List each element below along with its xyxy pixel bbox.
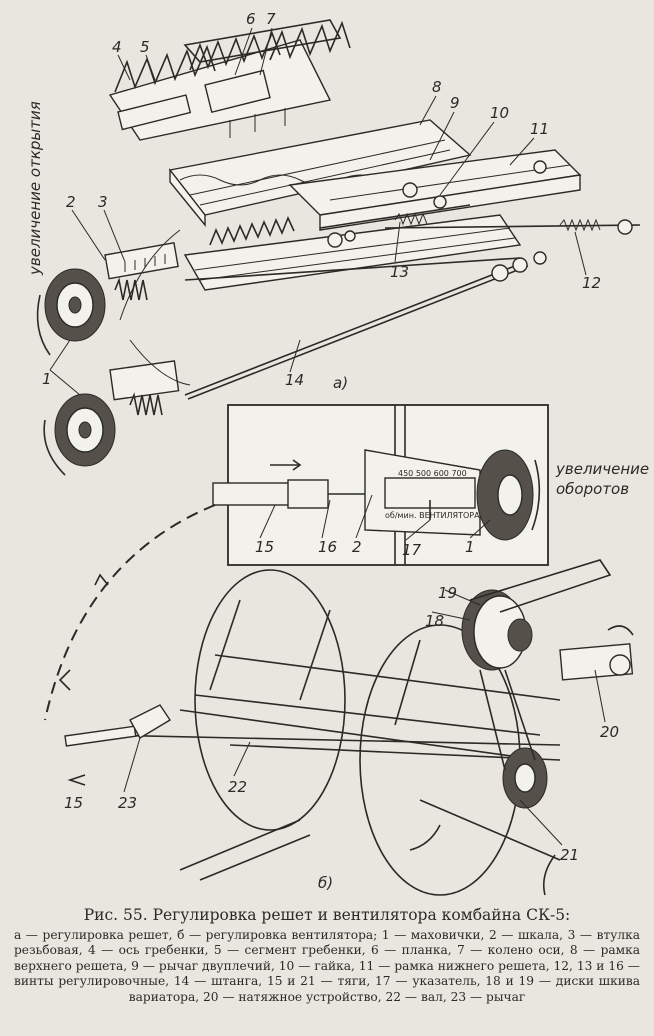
rod-21 (419, 799, 561, 861)
part-number: 18 (425, 612, 444, 630)
part-number: 8 (432, 78, 442, 96)
part-number: 1 (42, 370, 52, 388)
part-number: 23 (118, 794, 137, 812)
dial-scale: 450 500 600 700 (398, 469, 467, 478)
shaft-22 (99, 734, 561, 746)
caption-title: Рис. 55. Регулировка решет и вентилятора… (83, 906, 571, 924)
part-number: 4 (112, 38, 122, 56)
fan-adjustment-assembly: б) (64, 559, 634, 896)
part-number: 22 (228, 778, 247, 796)
part-number: 3 (98, 193, 108, 211)
annotation-speed-increase-1: увеличение (555, 460, 649, 478)
part-number: 17 (402, 541, 422, 559)
dial-unit: об/мин. ВЕНТИЛЯТОРА (385, 511, 480, 520)
part-number: 2 (352, 538, 362, 556)
handwheel-upper[interactable] (44, 268, 106, 342)
annotation-opening-increase: увеличение открытия (26, 101, 44, 276)
part-a-label: а) (333, 374, 348, 392)
rod-14 (184, 261, 526, 396)
part-number: 9 (450, 94, 460, 112)
part-b-label: б) (318, 874, 333, 892)
part-number: 1 (465, 538, 475, 556)
caption-body: а — регулировка решет, б — регулировка в… (14, 927, 640, 1004)
sieve-adjustment-assembly: увеличение открытия а) (26, 19, 641, 476)
part-number: 20 (600, 723, 619, 741)
fan-rotor-left (194, 569, 346, 831)
figure-caption: Рис. 55. Регулировка решет и вентилятора… (14, 906, 640, 1005)
lower-sieve-frame (288, 149, 582, 231)
dashed-connection (44, 504, 216, 721)
part-number: 14 (285, 371, 304, 389)
rotation-arrow-icon (36, 294, 51, 356)
leader-lines (49, 27, 606, 846)
part-number: 12 (582, 274, 601, 292)
part-number: 19 (438, 584, 457, 602)
comb-assembly (108, 19, 351, 141)
fan-speed-inset: 450 500 600 700 об/мин. ВЕНТИЛЯТОРА увел… (212, 404, 649, 566)
figure-55-diagram: увеличение открытия а) 450 500 600 700 о… (26, 10, 649, 896)
scale-and-sleeve (104, 229, 191, 416)
part-number: 6 (246, 10, 256, 28)
part-number: 2 (66, 193, 76, 211)
part-number: 13 (390, 263, 409, 281)
tensioner-20 (559, 643, 634, 681)
adjusting-screw-13 (319, 204, 471, 229)
part-number: 16 (318, 538, 337, 556)
rotation-arrow-icon (43, 419, 66, 476)
handwheel-lower[interactable] (54, 393, 116, 467)
part-number: 21 (560, 846, 579, 864)
annotation-speed-increase-2: оборотов (556, 480, 629, 498)
part-number: 7 (266, 10, 276, 28)
adjusting-screw-12 (384, 224, 641, 229)
part-number: 5 (140, 38, 150, 56)
part-number-labels: 1 1 2 2 3 4 5 6 7 8 9 10 11 12 13 14 15 … (42, 10, 619, 864)
part-number: 11 (530, 120, 549, 138)
part-number: 15 (255, 538, 274, 556)
rod-15 (64, 725, 137, 747)
upper-sieve-frame (168, 119, 472, 227)
part-number: 10 (490, 104, 509, 122)
part-number: 15 (64, 794, 83, 812)
